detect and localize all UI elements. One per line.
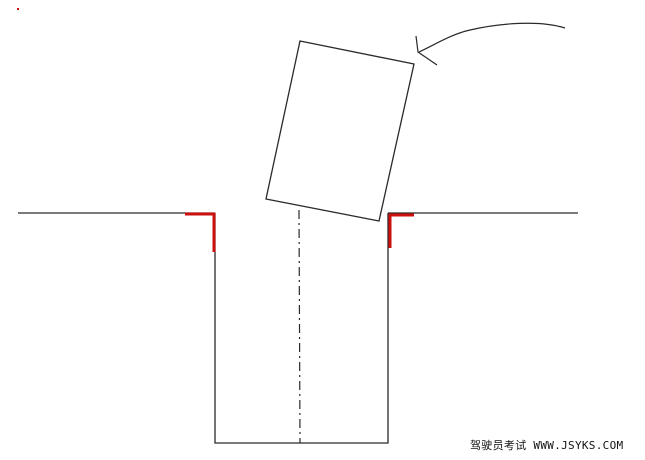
corner-marker-right — [388, 213, 414, 248]
pointer-arrow — [418, 22, 566, 53]
vehicle-rectangle — [265, 40, 415, 222]
pointer-arrow-head — [415, 35, 438, 66]
watermark-text: 驾驶员考试 WWW.JSYKS.COM — [470, 439, 624, 452]
parking-slot-outline — [214, 213, 389, 444]
center-guide-line — [298, 209, 301, 444]
corner-marker-left — [185, 212, 216, 252]
red-speck — [17, 8, 19, 10]
